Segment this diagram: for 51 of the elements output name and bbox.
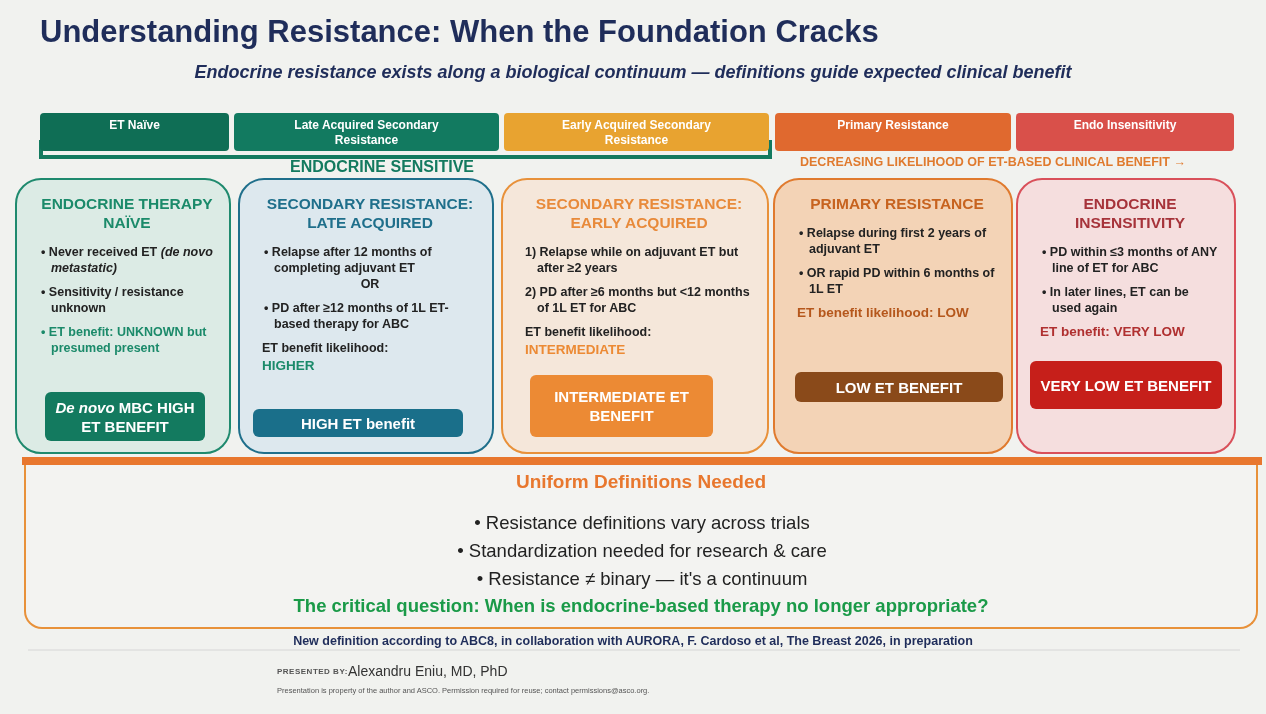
bullet-text: • Resistance definitions vary across trials xyxy=(473,511,811,535)
trend-label: DECREASING LIKELIHOOD OF ET-BASED CLINICAL BENEFIT → xyxy=(800,155,1186,169)
benefit-box: INTERMEDIATE ET BENEFIT xyxy=(530,375,713,437)
card-heading: SECONDARY RESISTANCE: LATE ACQUIRED xyxy=(265,194,475,232)
stage-tab: Primary Resistance xyxy=(775,113,1011,151)
bullet-text: • Never received ET (de novo metastatic) xyxy=(40,244,214,276)
stage-tab: Early Acquired Secondary Resistance xyxy=(504,113,769,151)
stage-tab: ET Naïve xyxy=(40,113,229,151)
numbered-text: 2) PD after ≥6 months but <12 months of 1L ET for ABC xyxy=(525,284,751,316)
bullet-text: • PD after ≥12 months of 1L ET-based therapy for ABC xyxy=(263,300,450,332)
bullet-text: • Relapse after 12 months of completing adjuvant ET xyxy=(263,244,433,276)
category-card xyxy=(238,178,494,454)
panel-heading: Uniform Definitions Needed xyxy=(514,471,768,493)
bullet-text: • Sensitivity / resistance unknown xyxy=(40,284,185,316)
likelihood-value: HIGHER xyxy=(262,358,316,374)
category-card xyxy=(15,178,231,454)
bullet-text: • OR rapid PD within 6 months of 1L ET xyxy=(798,265,996,297)
source-note: New definition according to ABC8, in collaboration with AURORA, F. Cardoso et al, The Breast 2026, in preparation xyxy=(292,634,974,648)
group-label: ENDOCRINE SENSITIVE xyxy=(290,158,475,176)
benefit-box: De novo MBC HIGH ET BENEFIT xyxy=(45,392,205,441)
category-card xyxy=(501,178,769,454)
stage-tab: Endo Insensitivity xyxy=(1016,113,1234,151)
benefit-box: VERY LOW ET BENEFIT xyxy=(1030,361,1222,409)
body-text: ET benefit likelihood: xyxy=(262,340,390,356)
stage-tab: Late Acquired Secondary Resistance xyxy=(234,113,499,151)
body-text: ET benefit likelihood: xyxy=(525,324,653,340)
likelihood-text: ET benefit: VERY LOW xyxy=(1040,324,1186,340)
card-heading: ENDOCRINE INSENSITIVITY xyxy=(1073,194,1187,232)
presenter-name: Alexandru Eniu, MD, PhD xyxy=(348,663,508,679)
bullet-text: • Standardization needed for research & care xyxy=(456,539,828,563)
connector-word: OR xyxy=(359,276,381,292)
category-card xyxy=(773,178,1013,454)
subtitle: Endocrine resistance exists along a biological continuum — definitions guide expected clinical benefit xyxy=(193,62,1073,83)
card-heading: PRIMARY RESISTANCE xyxy=(809,194,985,213)
slide-title: Understanding Resistance: When the Foundation Cracks xyxy=(40,14,880,50)
presenter-caption: PRESENTED BY: xyxy=(277,667,348,676)
bullet-text: • In later lines, ET can be used again xyxy=(1041,284,1190,316)
likelihood-value: INTERMEDIATE xyxy=(525,342,627,358)
category-card xyxy=(1016,178,1236,454)
bullet-text: • Resistance ≠ binary — it's a continuum xyxy=(475,567,809,591)
card-heading: ENDOCRINE THERAPY NAÏVE xyxy=(40,194,214,232)
key-question: The critical question: When is endocrine-based therapy no longer appropriate? xyxy=(292,595,990,617)
bullet-text: • ET benefit: UNKNOWN but presumed present xyxy=(40,324,208,356)
bullet-text: • Relapse during first 2 years of adjuvant ET xyxy=(798,225,988,257)
likelihood-text: ET benefit likelihood: LOW xyxy=(797,305,970,321)
benefit-box: LOW ET BENEFIT xyxy=(795,372,1003,402)
benefit-box: HIGH ET benefit xyxy=(253,409,463,437)
summary-panel xyxy=(24,465,1258,629)
card-heading: SECONDARY RESISTANCE: EARLY ACQUIRED xyxy=(534,194,744,232)
bullet-text: • PD within ≤3 months of ANY line of ET for ABC xyxy=(1041,244,1219,276)
numbered-text: 1) Relapse while on adjuvant ET but after ≥2 years xyxy=(525,244,740,276)
